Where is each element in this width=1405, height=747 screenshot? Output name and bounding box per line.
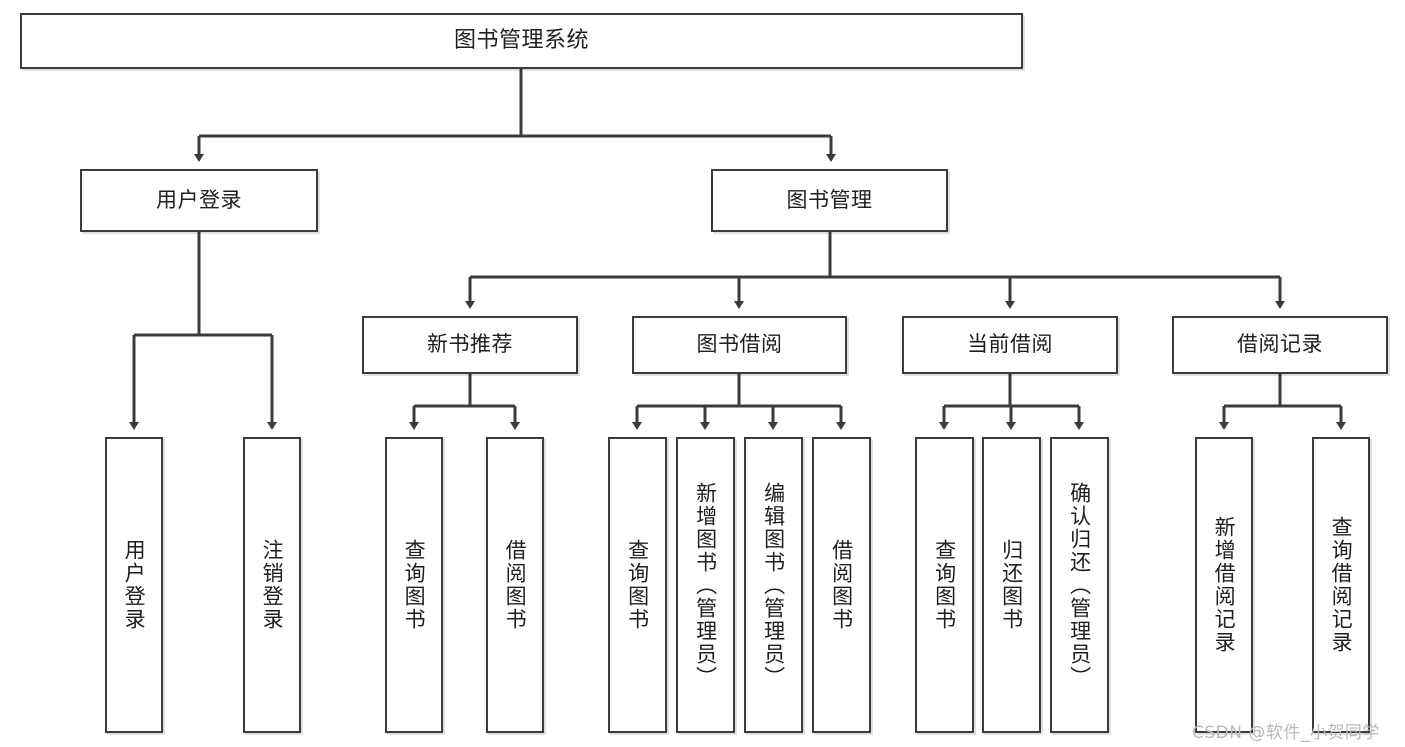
node-label: 新书推荐 [427,332,513,357]
node-label: 图书管理系统 [453,27,589,53]
node-label: 查询图书 [402,539,427,631]
node-label: 查询借阅记录 [1329,516,1354,654]
node-book-borrow[interactable]: 图书借阅 [632,316,847,374]
node-label: 归还图书 [999,539,1024,631]
node-label: 借阅图书 [829,539,854,631]
node-label: 注销登录 [260,539,285,631]
node-root-system[interactable]: 图书管理系统 [20,13,1023,69]
node-label: 借阅记录 [1237,332,1323,357]
node-label: 查询图书 [625,539,650,631]
node-user-login[interactable]: 用户登录 [80,169,318,232]
node-label: 查询图书 [932,539,957,631]
leaf-edit-book-admin[interactable]: 编辑图书（管理员） [744,437,803,733]
node-label: 确认归还（管理员） [1067,481,1092,689]
node-label: 当前借阅 [967,332,1053,357]
leaf-borrow-books-recommend[interactable]: 借阅图书 [486,437,544,733]
node-label: 编辑图书（管理员） [761,481,786,689]
node-current-borrow[interactable]: 当前借阅 [902,316,1118,374]
leaf-return-book[interactable]: 归还图书 [982,437,1041,733]
node-label: 新增图书（管理员） [693,481,718,689]
csdn-watermark: CSDN @软件_小贺同学 [1192,723,1380,743]
leaf-logout[interactable]: 注销登录 [243,437,301,733]
leaf-borrow-book[interactable]: 借阅图书 [812,437,871,733]
leaf-user-login[interactable]: 用户登录 [105,437,163,733]
leaf-add-book-admin[interactable]: 新增图书（管理员） [676,437,735,733]
leaf-add-borrow-record[interactable]: 新增借阅记录 [1195,437,1253,733]
node-label: 借阅图书 [503,539,528,631]
node-label: 图书管理 [786,187,873,212]
node-book-management[interactable]: 图书管理 [711,169,948,232]
leaf-query-books-borrow[interactable]: 查询图书 [608,437,667,733]
leaf-query-books-current[interactable]: 查询图书 [915,437,974,733]
node-label: 新增借阅记录 [1212,516,1237,654]
node-label: 用户登录 [156,187,242,212]
node-new-book-recommend[interactable]: 新书推荐 [362,316,578,374]
leaf-confirm-return-admin[interactable]: 确认归还（管理员） [1050,437,1109,733]
node-borrow-records[interactable]: 借阅记录 [1172,316,1388,374]
node-label: 用户登录 [122,539,147,631]
leaf-query-books-recommend[interactable]: 查询图书 [385,437,443,733]
leaf-query-borrow-record[interactable]: 查询借阅记录 [1312,437,1370,733]
node-label: 图书借阅 [696,332,783,357]
